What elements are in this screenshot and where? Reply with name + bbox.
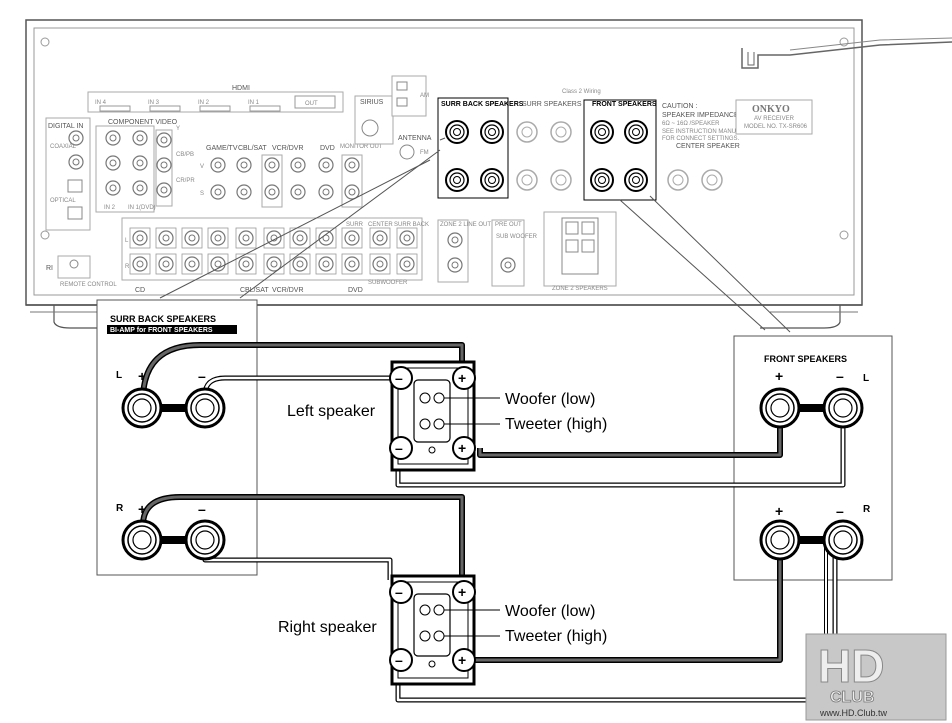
surr-back-callout-panel: SURR BACK SPEAKERS BI-AMP for FRONT SPEA… <box>96 299 258 576</box>
comp-in1-label: IN 1(DVD) <box>128 205 156 211</box>
right-speaker-label: Right speaker <box>278 619 377 636</box>
left-speaker-minus-top: – <box>395 370 403 386</box>
callout-surr-back-subtitle: BI-AMP for FRONT SPEAKERS <box>110 327 213 334</box>
cd-label: CD <box>135 287 145 294</box>
hdmi-in4-label: IN 4 <box>95 100 107 106</box>
right-speaker-minus-top: – <box>395 584 403 600</box>
fm-label: FM <box>420 150 429 156</box>
caution-line5: FOR CONNECT SETTINGS. <box>662 136 740 142</box>
caution-line2: SPEAKER IMPEDANCE <box>662 112 739 119</box>
right-speaker-plus-bottom: + <box>458 652 466 668</box>
left-woofer-label: Woofer (low) <box>505 391 595 408</box>
hdmi-in3-label: IN 3 <box>148 100 160 106</box>
component-video-label: COMPONENT VIDEO <box>108 119 178 126</box>
audio-r-label: R <box>125 264 130 270</box>
callout-surr-back-title: SURR BACK SPEAKERS <box>110 314 216 324</box>
surr-jack-label: SURR <box>346 222 364 228</box>
caution-label: CAUTION : <box>662 103 697 110</box>
pre-out-label: PRE OUT <box>495 222 522 228</box>
callout-terminals <box>121 387 864 561</box>
left-speaker-label: Left speaker <box>287 403 376 420</box>
watermark-url: www.HD.Club.tw <box>819 708 888 718</box>
bottom-dvd: DVD <box>348 287 363 294</box>
center-speaker-label: CENTER SPEAKER <box>676 143 740 150</box>
callout-left-plus-2: + <box>138 501 146 517</box>
callout-left-plus-1: + <box>138 368 146 384</box>
right-speaker-minus-bottom: – <box>395 652 403 668</box>
left-tweeter-label: Tweeter (high) <box>505 416 607 433</box>
hdmi-in1-label: IN 1 <box>248 100 260 106</box>
zone2-speakers-label: ZONE 2 SPEAKERS <box>552 286 608 292</box>
right-woofer-label: Woofer (low) <box>505 603 595 620</box>
watermark-hd: HD <box>818 640 884 692</box>
receiver-surr-back-label: SURR BACK SPEAKERS <box>441 101 524 108</box>
optical-label: OPTICAL <box>50 198 76 204</box>
callout-lines <box>159 137 791 333</box>
callout-right-minus-1: – <box>836 368 844 384</box>
video-s-label: S <box>200 191 204 197</box>
receiver-rear-panel: HDMI IN 4 IN 3 IN 2 IN 1 OUT DIGITAL IN … <box>25 19 952 329</box>
audio-l-label: L <box>125 238 129 244</box>
bottom-vcr-dvr: VCR/DVR <box>272 287 304 294</box>
brand-logo: ONKYO <box>752 104 790 115</box>
callout-left-minus-1: – <box>198 368 206 384</box>
comp-in2-label: IN 2 <box>104 205 116 211</box>
callout-left-l-label: L <box>116 370 122 381</box>
callout-right-plus-1: + <box>775 368 783 384</box>
subwoofer-jack-label: SUBWOOFER <box>368 280 408 286</box>
receiver-front-speakers-label: FRONT SPEAKERS <box>592 101 657 108</box>
digital-in-label: DIGITAL IN <box>48 123 83 130</box>
src-game-tv: GAME/TV <box>206 145 238 152</box>
src-cbl-sat: CBL/SAT <box>238 145 267 152</box>
surr-speakers-label: SURR SPEAKERS <box>522 101 582 108</box>
callout-right-l-label: L <box>863 373 869 384</box>
class2-label: Class 2 Wiring <box>562 89 601 95</box>
center-jack-label: CENTER <box>368 222 393 228</box>
left-speaker-plus-bottom: + <box>458 440 466 456</box>
caution-line4: SEE INSTRUCTION MANUAL <box>662 129 744 135</box>
model-line2: MODEL NO. TX-SR606 <box>744 124 808 130</box>
callout-right-r-label: R <box>863 504 871 515</box>
hdmi-in2-label: IN 2 <box>198 100 210 106</box>
callout-right-plus-2: + <box>775 503 783 519</box>
comp-pr-label: CR/PR <box>176 178 195 184</box>
video-v-label: V <box>200 164 204 170</box>
left-speaker-plus-top: + <box>458 370 466 386</box>
bottom-cbl-sat: CBL/SAT <box>240 287 269 294</box>
zone2-line-out-label: ZONE 2 LINE OUT <box>440 222 491 228</box>
left-speaker-minus-bottom: – <box>395 440 403 456</box>
src-monitor-out: MONITOR OUT <box>340 144 383 150</box>
callout-front-title: FRONT SPEAKERS <box>764 354 847 364</box>
callout-right-minus-2: – <box>836 503 844 519</box>
hdmi-label: HDMI <box>232 85 250 92</box>
am-label: AM <box>420 93 429 99</box>
hdmi-out-label: OUT <box>305 101 318 107</box>
right-speaker: – + – + <box>389 574 500 686</box>
sirius-label: SIRIUS <box>360 99 384 106</box>
left-speaker: – + – + <box>389 360 500 472</box>
ri-logo: RI <box>46 265 53 272</box>
coaxial-label: COAXIAL <box>50 144 77 150</box>
pre-out-subwoofer-label: SUB WOOFER <box>496 234 538 240</box>
right-speaker-plus-top: + <box>458 584 466 600</box>
caution-line3: 6Ω ~ 16Ω /SPEAKER <box>662 121 720 127</box>
watermark-club: CLUB <box>830 689 874 706</box>
callout-left-r-label: R <box>116 503 124 514</box>
hdclub-watermark: HD CLUB www.HD.Club.tw <box>805 633 947 721</box>
comp-pb-label: CB/PB <box>176 152 194 158</box>
model-line1: AV RECEIVER <box>754 116 795 122</box>
src-dvd: DVD <box>320 145 335 152</box>
comp-y-label: Y <box>176 126 180 132</box>
surr-back-jack-label: SURR BACK <box>394 222 429 228</box>
callout-left-minus-2: – <box>198 501 206 517</box>
right-tweeter-label: Tweeter (high) <box>505 628 607 645</box>
src-vcr-dvr: VCR/DVR <box>272 145 304 152</box>
remote-control-label: REMOTE CONTROL <box>60 282 117 288</box>
antenna-label: ANTENNA <box>398 135 432 142</box>
